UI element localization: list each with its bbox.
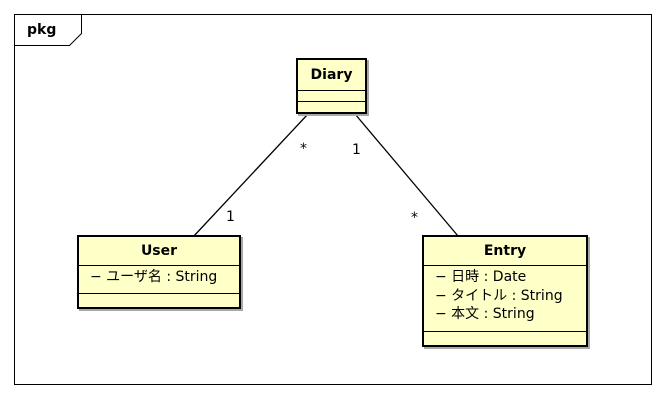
multiplicity-diary-entry-diary-end: 1	[352, 142, 361, 158]
package-frame	[14, 14, 652, 385]
class-diary-name: Diary	[298, 60, 365, 91]
class-entry-attribute: − 日時 : Date	[435, 269, 527, 285]
class-entry-name: Entry	[424, 237, 586, 266]
class-diary-attributes	[298, 91, 365, 102]
class-entry-attributes: − 日時 : Date − タイトル : String − 本文 : Strin…	[424, 266, 586, 332]
class-user[interactable]: User − ユーザ名 : String	[77, 235, 241, 309]
class-user-attributes: − ユーザ名 : String	[79, 266, 239, 294]
multiplicity-diary-user-user-end: 1	[226, 209, 235, 225]
package-frame-label: pkg	[27, 22, 57, 38]
multiplicity-diary-user-diary-end: *	[300, 141, 307, 157]
class-diary[interactable]: Diary	[296, 58, 367, 114]
class-user-name: User	[79, 237, 239, 266]
class-entry[interactable]: Entry − 日時 : Date − タイトル : String − 本文 :…	[422, 235, 588, 347]
association-diary-user	[192, 113, 309, 238]
multiplicity-diary-entry-entry-end: *	[411, 210, 418, 226]
class-entry-attribute: − 本文 : String	[435, 306, 535, 322]
class-entry-attribute: − タイトル : String	[435, 287, 563, 304]
package-frame-tab	[14, 14, 82, 46]
association-diary-entry	[354, 113, 459, 237]
class-user-attribute: − ユーザ名 : String	[90, 269, 218, 285]
